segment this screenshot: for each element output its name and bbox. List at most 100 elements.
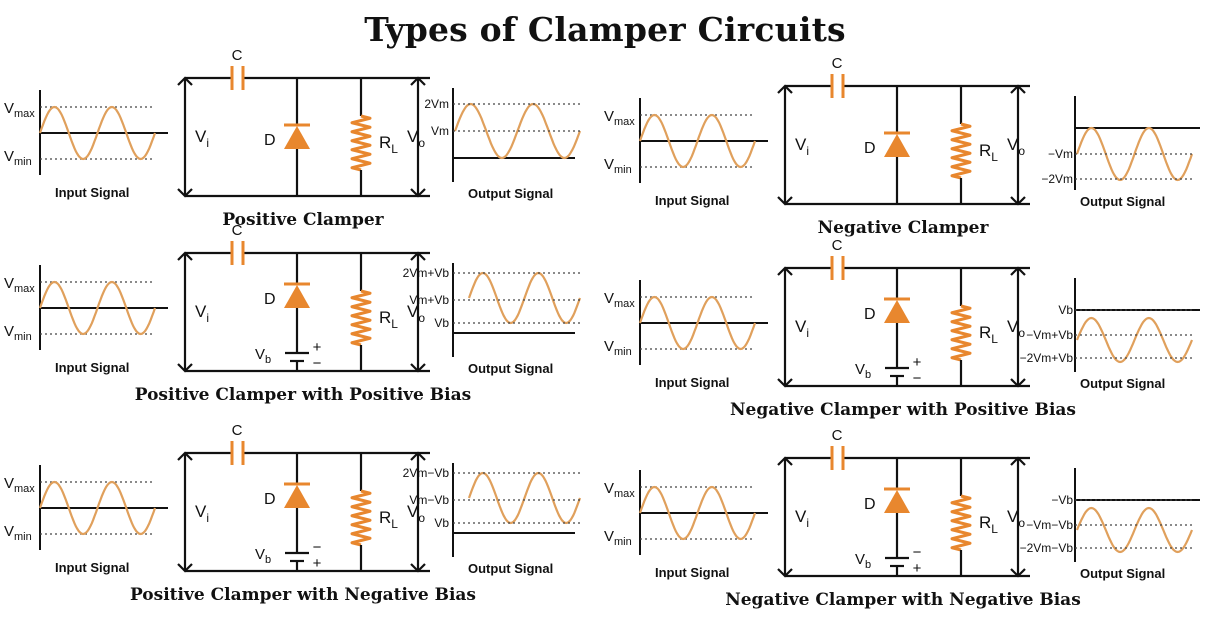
input-signal-caption: Input Signal (655, 193, 729, 208)
arrow-head (177, 76, 193, 86)
output-sine-wave (1075, 316, 1194, 364)
diode-symbol (884, 134, 910, 157)
resistor-symbol (950, 122, 972, 180)
vmin-label: Vmin (4, 323, 32, 343)
vmin-label: Vmin (604, 156, 632, 176)
output-level-label: −2Vm+Vb (1020, 351, 1074, 365)
arrow-head (177, 251, 193, 261)
input-signal-caption: Input Signal (655, 565, 729, 580)
arrow-head (777, 568, 793, 578)
output-level-label: 2Vm+Vb (403, 266, 450, 280)
output-level-label: Vb (434, 516, 449, 530)
diode-symbol (284, 485, 310, 508)
vmin-label: Vmin (4, 523, 32, 543)
vo-label: Vo (1007, 507, 1025, 530)
vi-label: Vi (195, 302, 209, 325)
resistor-symbol (350, 114, 372, 172)
panel-title: Positive Clamper with Positive Bias (135, 385, 471, 405)
diode-label: D (264, 132, 276, 149)
rl-label: RL (379, 133, 398, 156)
output-level-label: −2Vm (1041, 172, 1073, 186)
vi-label: Vi (795, 317, 809, 340)
output-signal-caption: Output Signal (1080, 194, 1165, 209)
input-sine-wave (638, 113, 757, 169)
output-level-label: 2Vm (424, 97, 449, 111)
battery-bottom-sign: − (313, 355, 322, 372)
capacitor-label: C (232, 47, 243, 64)
output-level-label: Vm−Vb (409, 493, 449, 507)
arrow-head (410, 451, 426, 461)
vmin-label: Vmin (604, 338, 632, 358)
output-signal-caption: Output Signal (1080, 376, 1165, 391)
battery-top-sign: + (313, 339, 322, 356)
resistor-symbol (950, 304, 972, 362)
vi-label: Vi (195, 502, 209, 525)
output-sine-wave (1075, 506, 1194, 554)
output-level-label: −Vb (1051, 493, 1073, 507)
output-level-label: Vb (1058, 303, 1073, 317)
output-level-label: Vm (431, 124, 449, 138)
vb-label: Vb (855, 361, 871, 381)
input-sine-wave (638, 485, 757, 541)
output-level-label: Vb (434, 316, 449, 330)
arrow-head (177, 363, 193, 373)
input-signal-caption: Input Signal (55, 360, 129, 375)
vb-label: Vb (255, 546, 271, 566)
vo-label: Vo (407, 302, 425, 325)
arrow-head (777, 196, 793, 206)
battery-top-sign: − (313, 539, 322, 556)
panel-title: Negative Clamper with Negative Bias (725, 590, 1081, 610)
diode-symbol (284, 285, 310, 308)
vi-label: Vi (795, 135, 809, 158)
arrow-head (410, 188, 426, 198)
input-signal-caption: Input Signal (55, 185, 129, 200)
output-sine-wave (467, 271, 582, 325)
input-signal-caption: Input Signal (55, 560, 129, 575)
output-signal-caption: Output Signal (468, 561, 553, 576)
input-sine-wave (38, 480, 157, 536)
capacitor-label: C (832, 55, 843, 72)
arrow-head (777, 84, 793, 94)
vo-label: Vo (1007, 135, 1025, 158)
rl-label: RL (379, 308, 398, 331)
vb-label: Vb (855, 551, 871, 571)
arrow-head (177, 188, 193, 198)
input-sine-wave (38, 280, 157, 336)
output-level-label: Vm+Vb (409, 293, 449, 307)
input-signal-caption: Input Signal (655, 375, 729, 390)
panel-title: Positive Clamper with Negative Bias (130, 585, 476, 605)
panel-title: Negative Clamper with Positive Bias (730, 400, 1076, 420)
diode-symbol (284, 126, 310, 149)
arrow-head (1010, 266, 1026, 276)
diode-label: D (864, 496, 876, 513)
rl-label: RL (979, 323, 998, 346)
arrow-head (1010, 568, 1026, 578)
battery-bottom-sign: − (913, 370, 922, 387)
arrow-head (777, 378, 793, 388)
vmax-label: Vmax (604, 108, 635, 128)
output-signal-caption: Output Signal (468, 186, 553, 201)
output-sine-wave (453, 102, 582, 160)
vmax-label: Vmax (604, 290, 635, 310)
rl-label: RL (379, 508, 398, 531)
arrow-head (1010, 84, 1026, 94)
arrow-head (410, 363, 426, 373)
arrow-head (777, 456, 793, 466)
page-title: Types of Clamper Circuits (364, 10, 846, 49)
vmax-label: Vmax (604, 480, 635, 500)
